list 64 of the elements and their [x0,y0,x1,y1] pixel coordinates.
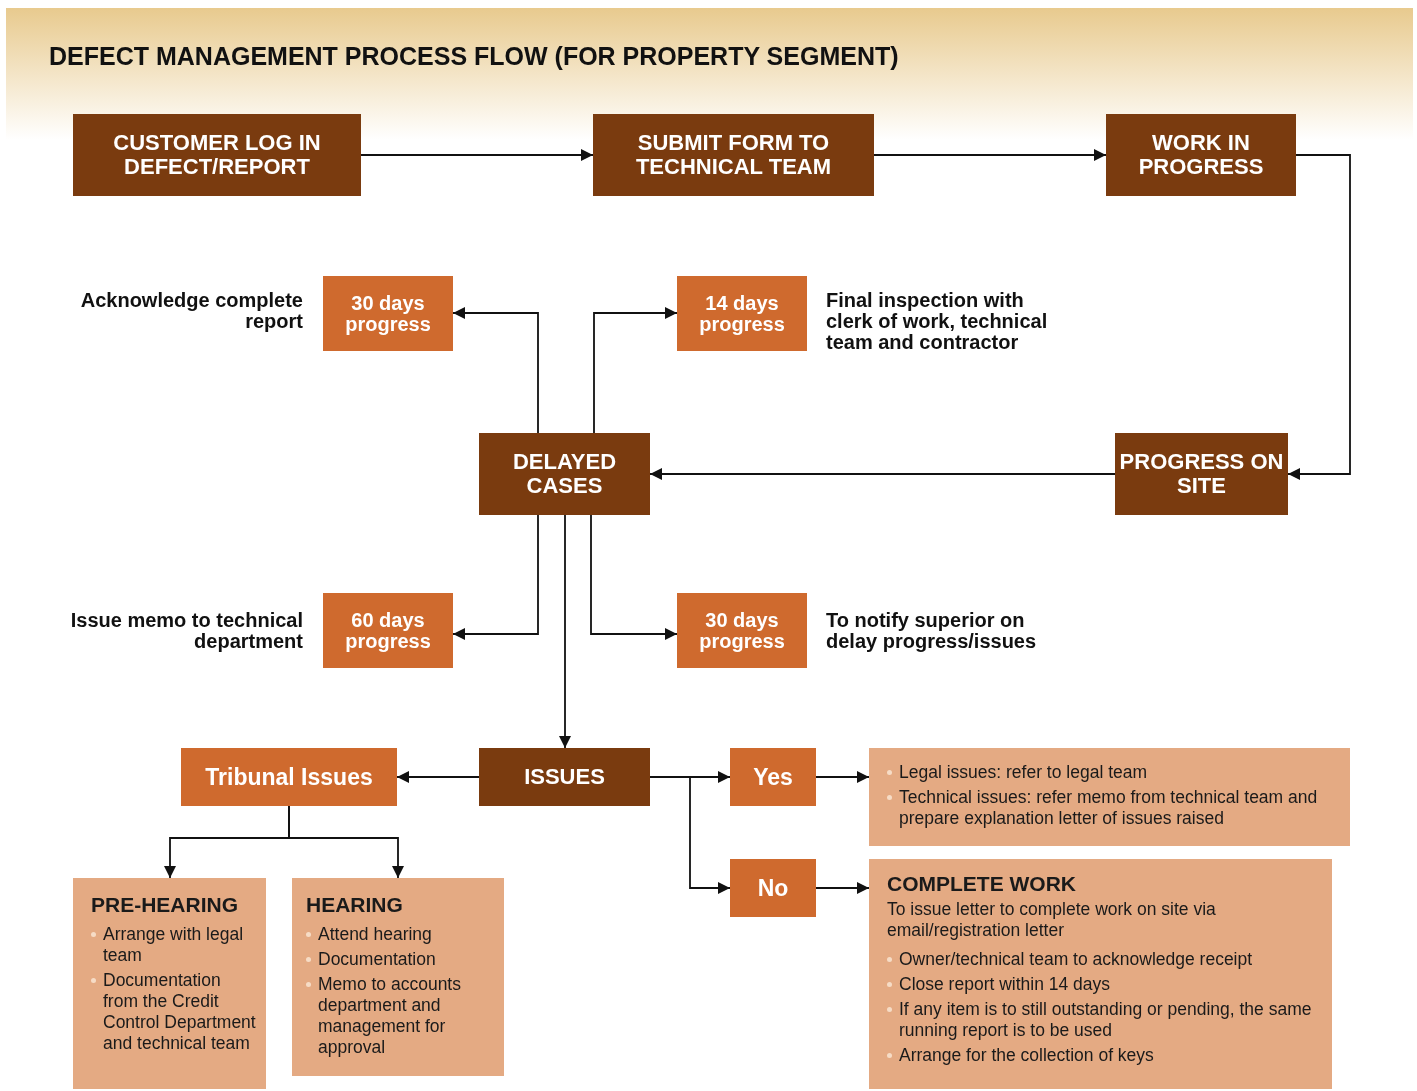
box-label: Tribunal Issues [205,763,373,791]
box-label: 60 days progress [344,609,432,652]
process-box [479,748,650,806]
bullet-text: Arrange with legal team [103,924,245,966]
arrow [452,307,539,434]
bullet-text: Technical issues: refer memo from technical team and prepare explanation letter of issues raised [899,787,1319,829]
arrow [815,771,870,783]
arrow [593,307,678,434]
arrow [590,514,678,640]
arrow [649,468,1116,480]
side-note: To notify superior on delay progress/issues [826,610,1038,652]
arrow [288,805,404,879]
box-label: PROGRESS ON SITE [1118,450,1285,498]
arrow [649,776,731,894]
duration-box [677,276,807,351]
bullet-text: If any item is to still outstanding or pending, the same running report is to be used [899,999,1313,1041]
bullet-text: Close report within 14 days [899,974,1111,995]
decision-box [181,748,397,806]
arrow [815,882,870,894]
body-text: To issue letter to complete work on site via email/registration letter [887,899,1217,941]
arrow [873,149,1107,161]
arrow [360,149,594,161]
bullet-text: Memo to accounts department and management for approval [318,974,462,1058]
duration-box [677,593,807,668]
box-label: 30 days progress [344,292,432,335]
diagram-title: DEFECT MANAGEMENT PROCESS FLOW (FOR PROPERTY SEGMENT) [49,42,899,71]
box-heading: COMPLETE WORK [887,871,1077,897]
note-box [73,878,266,1089]
bullet-text: Documentation from the Credit Control Department and technical team [103,970,257,1054]
side-note: Acknowledge complete report [79,290,303,332]
box-label: WORK IN PROGRESS [1137,131,1265,179]
process-box [1106,114,1296,196]
decision-box [730,748,816,806]
process-box [73,114,361,196]
process-box [1115,433,1288,515]
bullet-text: Arrange for the collection of keys [899,1045,1154,1066]
box-heading: HEARING [306,892,404,918]
box-label: Yes [753,763,793,791]
arrow [396,771,480,783]
bullet-text: Documentation [318,949,436,970]
side-note: Issue memo to technical department [69,610,303,652]
box-label: 14 days progress [698,292,786,335]
decision-box [730,859,816,917]
box-label: No [757,874,789,902]
box-label: CUSTOMER LOG IN DEFECT/REPORT [112,131,322,179]
box-heading: PRE-HEARING [91,892,239,918]
arrow [559,514,571,749]
process-box [479,433,650,515]
note-box [869,748,1350,846]
note-box [869,859,1332,1089]
note-box [292,878,504,1076]
box-label: DELAYED CASES [511,450,618,498]
duration-box [323,276,453,351]
bullet-text: Attend hearing [318,924,432,945]
process-box [593,114,874,196]
arrow [1287,154,1351,480]
box-label: 30 days progress [698,609,786,652]
box-label: SUBMIT FORM TO TECHNICAL TEAM [634,131,833,179]
box-label: ISSUES [524,765,605,789]
bullet-text: Legal issues: refer to legal team [899,762,1148,783]
bullet-text: Owner/technical team to acknowledge receipt [899,949,1253,970]
arrow [452,514,539,640]
side-note: Final inspection with clerk of work, technical team and contractor [826,290,1049,353]
duration-box [323,593,453,668]
